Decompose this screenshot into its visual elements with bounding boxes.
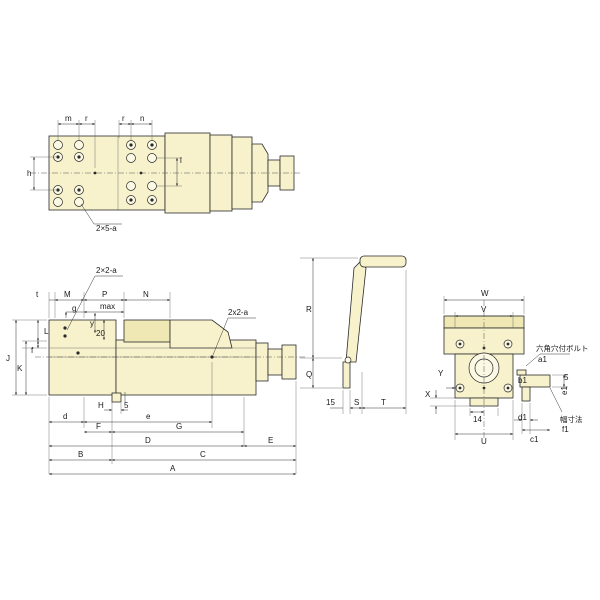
key-slot	[111, 392, 122, 403]
dim-L: L	[44, 327, 49, 336]
dim-max: max	[100, 302, 115, 311]
dim-F: F	[96, 422, 101, 431]
side-screw-shaft	[267, 348, 283, 376]
dim-h: h	[27, 169, 31, 178]
width-dim-label: 幅寸法	[560, 414, 583, 424]
dim-5-end: 5	[564, 373, 569, 382]
dim-r-left: r	[85, 114, 88, 123]
dim-f: f	[31, 346, 34, 355]
dim-g: g	[72, 304, 76, 313]
dim-y: y	[90, 319, 94, 328]
dim-n: n	[140, 114, 144, 123]
dim-G: G	[176, 422, 182, 431]
dim-20: 20	[96, 329, 105, 338]
dim-e1: e1	[560, 386, 569, 395]
dim-S: S	[354, 398, 359, 407]
dim-E: E	[268, 436, 273, 445]
dim-l: l	[180, 156, 182, 165]
dim-b1: b1	[518, 376, 527, 385]
dim-f1: f1	[562, 425, 569, 434]
hex-bolt-label: 六角穴付ボルト	[536, 343, 589, 353]
end-clamp-leg	[521, 386, 531, 402]
handle-view: R Q 15 S T	[300, 255, 407, 414]
dim-R: R	[306, 305, 312, 314]
side-handle-hub	[281, 344, 297, 380]
dim-C: C	[200, 450, 206, 459]
dim-D: D	[145, 436, 151, 445]
dim-d1: d1	[518, 413, 527, 422]
dim-K: K	[17, 364, 23, 373]
fixed-jaw	[48, 319, 117, 396]
movable-jaw	[169, 319, 233, 349]
end-clamp	[519, 374, 551, 388]
top-view: m r r n h l 2×5-a	[27, 114, 300, 233]
dim-Y: Y	[438, 369, 444, 378]
side-holes-label-a: 2×2-a	[96, 266, 117, 275]
side-screw-block	[255, 342, 269, 382]
dim-5: 5	[124, 401, 129, 410]
dim-a1: a1	[538, 355, 547, 364]
dim-m: m	[65, 114, 72, 123]
dim-Q: Q	[306, 370, 312, 379]
dim-W: W	[481, 289, 489, 298]
side-view: t M P N g max y 20 2×2-a 2x2-a J K L f	[6, 266, 305, 476]
dim-N: N	[143, 290, 149, 299]
dim-c1: c1	[530, 435, 539, 444]
dim-d: d	[63, 412, 67, 421]
dim-A: A	[170, 464, 176, 473]
dim-M: M	[64, 290, 71, 299]
dim-V: V	[481, 305, 487, 314]
dim-15: 15	[326, 398, 335, 407]
dim-T: T	[381, 398, 386, 407]
end-clamp-bolt	[516, 369, 527, 376]
dim-14: 14	[473, 415, 482, 424]
movable-jaw-plate	[123, 319, 171, 343]
dim-e: e	[146, 412, 151, 421]
side-holes-label-b: 2x2-a	[228, 308, 249, 317]
top-holes-label: 2×5-a	[96, 224, 117, 233]
handle-arm	[345, 261, 367, 363]
dim-U: U	[481, 437, 487, 446]
dim-t: t	[36, 290, 39, 299]
dim-P: P	[102, 290, 107, 299]
dim-J: J	[6, 354, 10, 363]
dim-X: X	[425, 390, 431, 399]
end-view: W V X Y 14 U a1 b1 d1 e1 5 c1 f1 六角穴付ボルト…	[425, 289, 589, 446]
handle-hub	[342, 361, 351, 389]
handle-grip	[359, 255, 407, 268]
dim-r-right: r	[122, 114, 125, 123]
dim-B: B	[78, 450, 83, 459]
top-screw-boss	[251, 143, 269, 203]
dim-H: H	[98, 401, 104, 410]
